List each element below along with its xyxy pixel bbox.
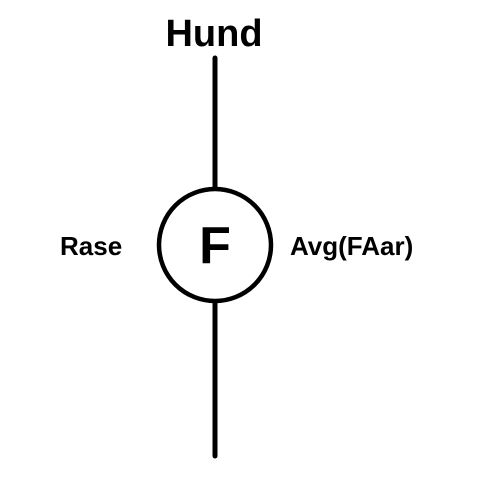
right-label: Avg(FAar)	[290, 231, 414, 261]
node-letter: F	[199, 217, 231, 275]
left-label: Rase	[60, 231, 123, 261]
diagram-title: Hund	[165, 13, 263, 55]
